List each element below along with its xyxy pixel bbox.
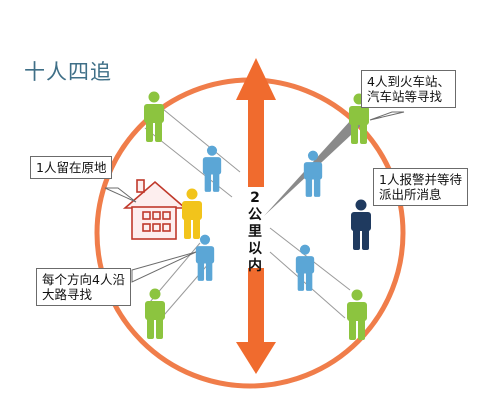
distance-label-char: 以 bbox=[248, 241, 262, 257]
callout-station-line-1: 4人到火车站、 bbox=[367, 74, 450, 89]
distance-label-char: 公 bbox=[248, 207, 262, 223]
callout-police-line-1: 1人报警并等待 bbox=[379, 172, 462, 187]
callout-police: 1人报警并等待 派出所消息 bbox=[373, 168, 468, 206]
callout-road: 每个方向4人沿 大路寻找 bbox=[36, 268, 131, 306]
person-icon-top-left-green bbox=[144, 91, 164, 142]
callout-road-line-1: 每个方向4人沿 bbox=[42, 272, 125, 287]
page-title: 十人四追 bbox=[24, 60, 112, 84]
callout-station: 4人到火车站、 汽车站等寻找 bbox=[361, 70, 456, 108]
distance-label-char: 内 bbox=[248, 258, 262, 274]
person-icon-stay-yellow bbox=[182, 188, 202, 239]
person-icon-bottom-left-green bbox=[145, 288, 165, 339]
callout-station-line-2: 汽车站等寻找 bbox=[367, 89, 443, 104]
callout-police-line-2: 派出所消息 bbox=[379, 187, 442, 202]
person-icon-bottom-right-green bbox=[347, 289, 367, 340]
callout-road-line-2: 大路寻找 bbox=[42, 287, 93, 302]
distance-label-char: 2 bbox=[250, 190, 260, 206]
house-icon bbox=[122, 179, 188, 240]
person-icon-top-left-blue bbox=[202, 145, 222, 192]
callout-stay-text: 1人留在原地 bbox=[36, 160, 107, 175]
person-icon-bottom-left-blue bbox=[195, 234, 215, 281]
double-arrow-icon bbox=[236, 58, 276, 374]
person-icon-police-navy bbox=[351, 199, 371, 250]
distance-label-char: 里 bbox=[248, 224, 262, 240]
distance-label: 2 公 里 以 内 bbox=[243, 190, 267, 275]
callout-stay: 1人留在原地 bbox=[30, 156, 113, 179]
person-icon-bottom-right-blue bbox=[295, 244, 315, 291]
